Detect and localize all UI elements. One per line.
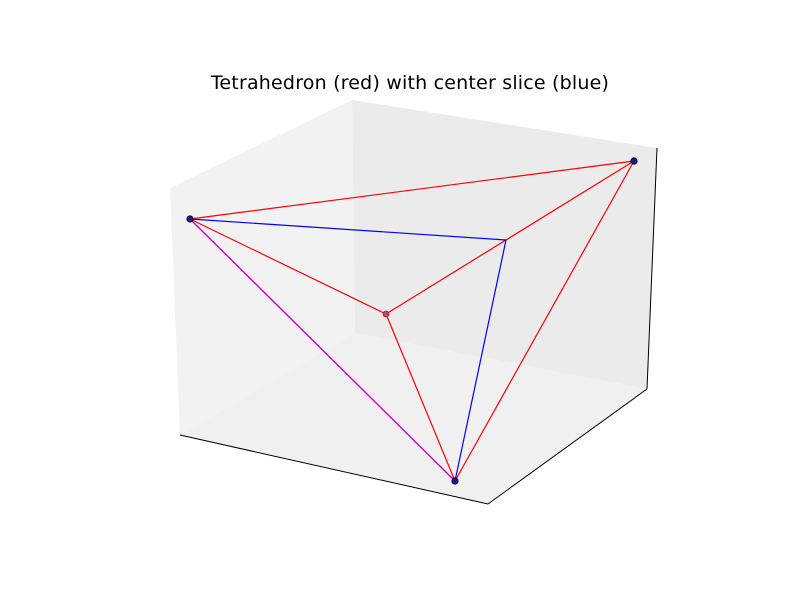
tetrahedron-edges xyxy=(189,160,635,482)
edge-left-inner xyxy=(189,218,387,315)
slice-edge-mid-bottom xyxy=(454,239,507,482)
floor-pane xyxy=(180,333,647,504)
vertex-markers xyxy=(186,157,638,485)
edge-inner-upperright xyxy=(385,160,635,315)
edge-upperright-bottom xyxy=(454,160,635,482)
edge-left-bottom-overlap xyxy=(189,218,456,482)
slice-edge-left-mid xyxy=(189,218,507,241)
vertex-inner xyxy=(382,310,390,318)
vertex-left xyxy=(186,215,194,223)
z-axis-line xyxy=(646,147,658,390)
y-axis-line xyxy=(487,388,648,505)
x-axis-line xyxy=(179,434,489,505)
center-slice-edges xyxy=(189,218,507,482)
vertex-upper-right xyxy=(630,157,638,165)
vertex-bottom xyxy=(451,477,459,485)
chart-title: Tetrahedron (red) with center slice (blu… xyxy=(210,72,610,94)
edge-left-upperright xyxy=(189,160,635,220)
left-pane xyxy=(170,100,355,435)
edge-inner-bottom xyxy=(385,313,456,482)
